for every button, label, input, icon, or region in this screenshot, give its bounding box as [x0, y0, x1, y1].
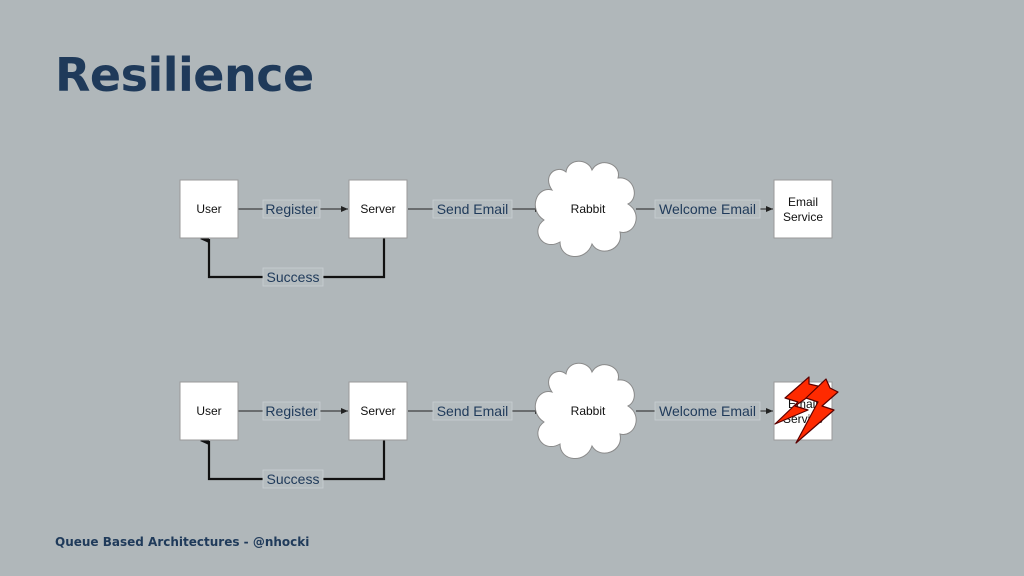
slide-footer: Queue Based Architectures - @nhocki [55, 535, 310, 549]
welcome-email-label: Welcome Email [659, 201, 756, 217]
send-email-label: Send Email [437, 403, 509, 419]
server-node [348, 179, 408, 239]
welcome-email-label-bg [654, 199, 761, 219]
email-service-label-line1: Email [788, 195, 818, 209]
welcome-email-label: Welcome Email [659, 403, 756, 419]
rabbit-label: Rabbit [571, 404, 606, 418]
send-email-label-bg [432, 199, 513, 219]
success-label: Success [267, 269, 320, 285]
server-label: Server [360, 404, 395, 418]
user-label: User [196, 202, 221, 216]
success-return-line [323, 440, 386, 481]
register-label: Register [265, 201, 317, 217]
user-node [179, 381, 239, 441]
server-label: Server [360, 202, 395, 216]
email-service-node [773, 179, 833, 239]
success-label: Success [267, 471, 320, 487]
success-return-arrow [200, 235, 263, 279]
rabbit-label: Rabbit [571, 202, 606, 216]
server-node [348, 381, 408, 441]
user-node [179, 179, 239, 239]
success-return-arrow [200, 437, 263, 481]
send-email-label-bg [432, 401, 513, 421]
diagram-normal: User Server Rabbit Email Service Registe… [179, 160, 833, 287]
register-label-bg [262, 401, 321, 421]
register-label-bg [262, 199, 321, 219]
diagram-failure: User Server Rabbit Email Service Registe… [179, 362, 839, 489]
send-email-label: Send Email [437, 201, 509, 217]
slide-title: Resilience [55, 48, 314, 102]
register-label: Register [265, 403, 317, 419]
email-service-label-line2: Service [783, 210, 823, 224]
success-label-bg [262, 469, 324, 489]
success-return-line [323, 238, 386, 279]
user-label: User [196, 404, 221, 418]
lightning-bolt-icon [774, 376, 839, 444]
welcome-email-label-bg [654, 401, 761, 421]
success-label-bg [262, 267, 324, 287]
